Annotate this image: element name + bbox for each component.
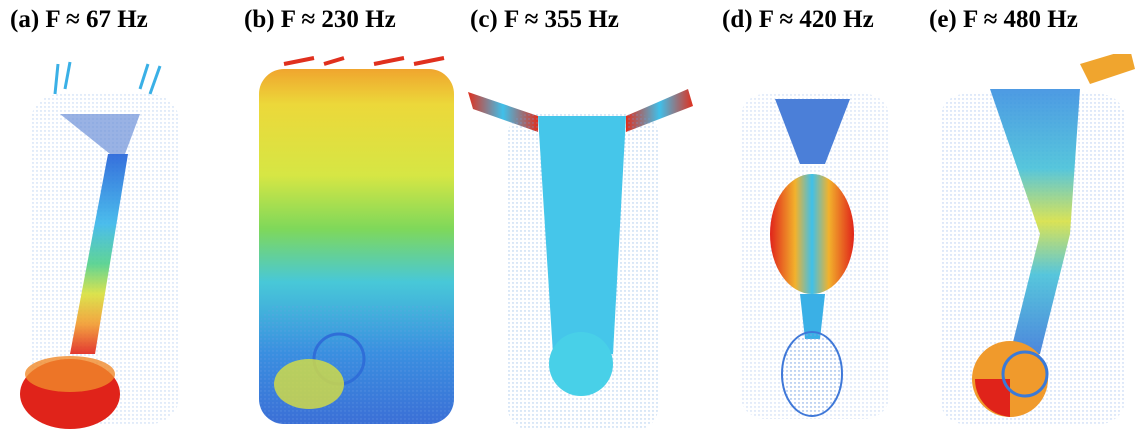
eye-ring <box>1001 350 1049 398</box>
top-arrow <box>1080 54 1135 84</box>
bulge <box>770 174 854 294</box>
mode-shape-panel-b <box>244 54 459 430</box>
housing-outline <box>940 94 1125 424</box>
stick <box>990 89 1080 354</box>
panel-a-title: (a) F ≈ 67 Hz <box>10 6 148 33</box>
panel-c-title: (c) F ≈ 355 Hz <box>470 6 619 33</box>
lower-drop <box>781 331 843 417</box>
neck <box>775 99 850 164</box>
mode-shape-panel-e <box>930 54 1135 430</box>
stick <box>70 154 128 354</box>
eye-ring <box>549 332 613 396</box>
mode-shape-c-figure <box>468 89 693 429</box>
mode-shape-panel-a <box>0 54 200 430</box>
stick <box>538 116 626 354</box>
mode-shape-d-figure <box>740 94 890 419</box>
mode-shape-a-figure <box>20 61 180 429</box>
mode-shape-b-figure <box>259 56 454 424</box>
mode-shape-panel-d <box>730 54 895 430</box>
mode-shape-panel-c <box>468 54 696 430</box>
panel-b-title: (b) F ≈ 230 Hz <box>244 6 396 33</box>
top-arrows <box>283 56 445 66</box>
panel-d-title: (d) F ≈ 420 Hz <box>722 6 874 33</box>
panel-e-title: (e) F ≈ 480 Hz <box>929 6 1078 33</box>
mode-shape-e-figure <box>940 54 1135 424</box>
top-arrows <box>53 61 162 95</box>
neck <box>60 114 140 154</box>
